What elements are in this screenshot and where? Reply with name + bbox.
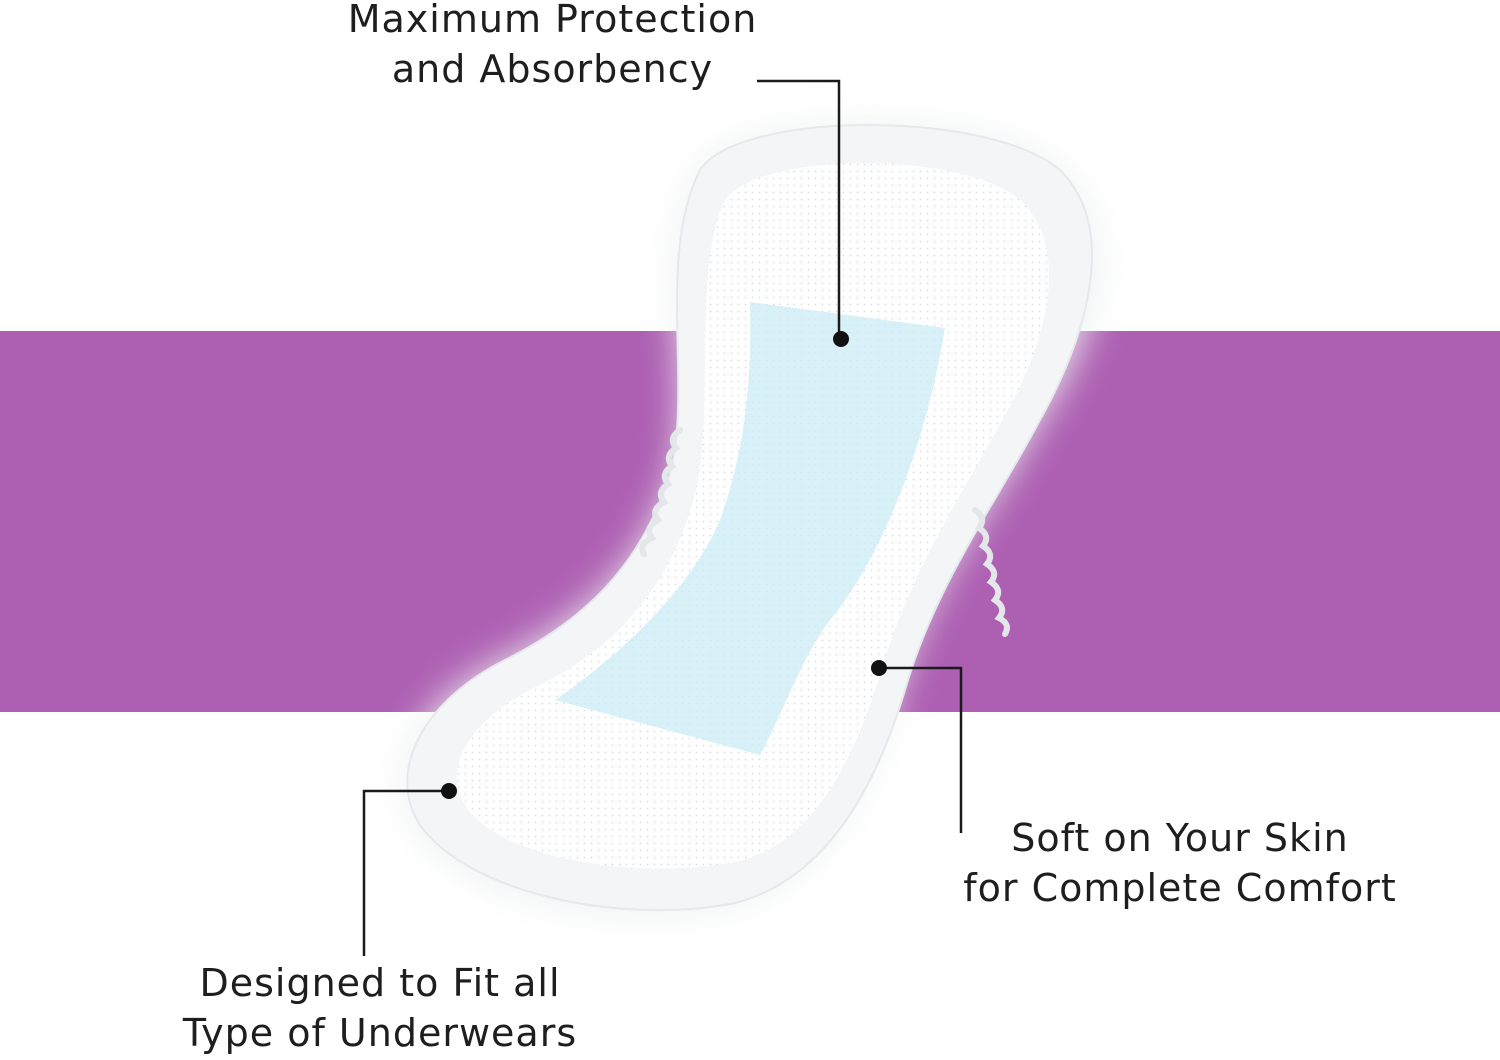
callout-comfort: Soft on Your Skin for Complete Comfort	[930, 813, 1430, 913]
callout-protection-line1: Maximum Protection	[347, 0, 758, 41]
right-leg-cuff	[972, 507, 1010, 637]
callout-fit-line1: Designed to Fit all	[199, 961, 561, 1005]
callout-protection: Maximum Protection and Absorbency	[300, 0, 805, 94]
left-leg-cuff	[639, 427, 683, 557]
callout-fit: Designed to Fit all Type of Underwears	[150, 958, 610, 1058]
callout-comfort-line2: for Complete Comfort	[963, 866, 1397, 910]
callout-protection-line2: and Absorbency	[391, 47, 714, 91]
callout-fit-line2: Type of Underwears	[182, 1011, 578, 1055]
callout-comfort-line1: Soft on Your Skin	[1011, 816, 1349, 860]
